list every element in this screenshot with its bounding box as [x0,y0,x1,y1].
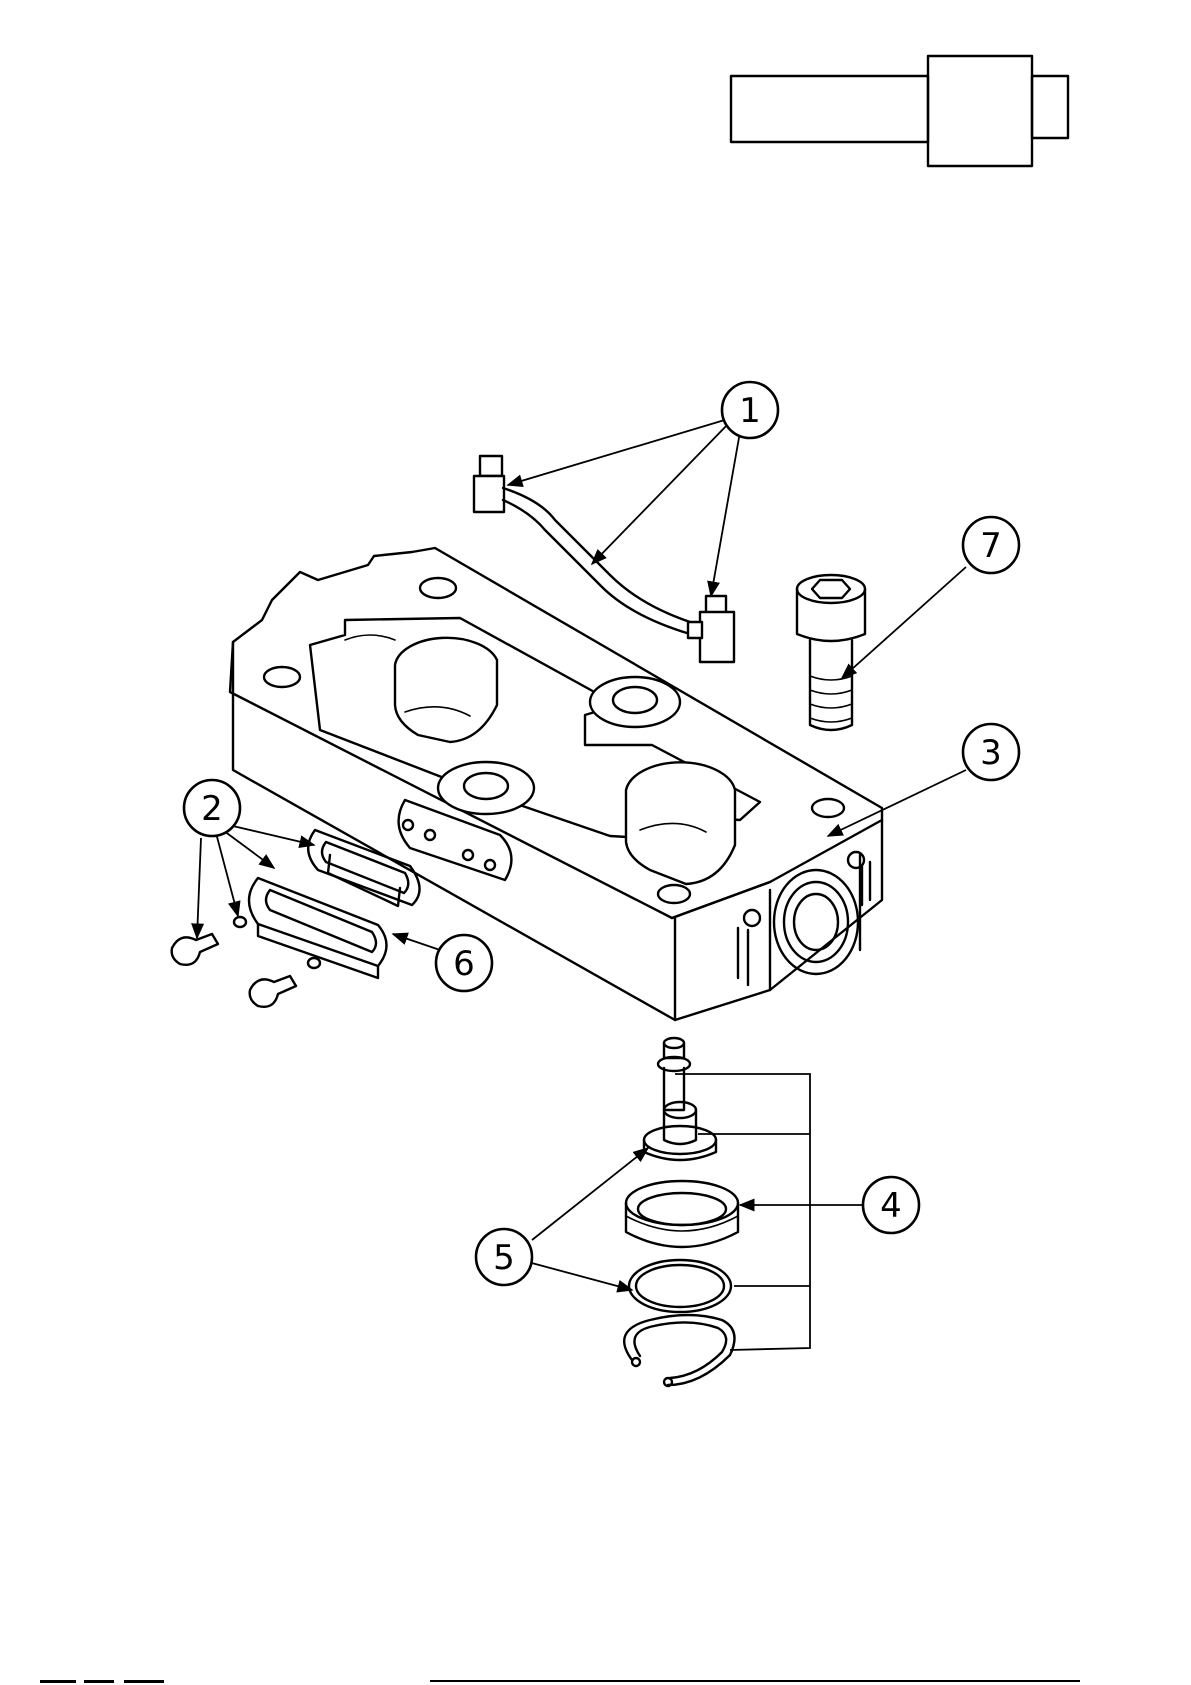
callout-7-label: 7 [980,526,1002,566]
callout-2-label: 2 [201,789,223,829]
callout-5: 5 [476,1229,532,1285]
callout-3-label: 3 [980,733,1002,773]
callout-1-label: 1 [739,391,761,431]
callout-4-label: 4 [880,1186,902,1226]
valve-stack [624,1038,738,1386]
port-seal-plates [172,830,420,1007]
callout-6: 6 [436,935,492,991]
title-block-edge [40,1680,1080,1683]
shaft-view-icon [731,56,1068,166]
callout-3: 3 [963,724,1019,780]
tube-assembly [474,456,734,662]
callout-4: 4 [863,1177,919,1233]
cap-screw [797,575,865,730]
leader-lines [197,419,966,1350]
callout-5-label: 5 [493,1238,515,1278]
callout-6-label: 6 [453,944,475,984]
callout-7: 7 [963,517,1019,573]
callout-1: 1 [722,382,778,438]
callout-2: 2 [184,780,240,836]
